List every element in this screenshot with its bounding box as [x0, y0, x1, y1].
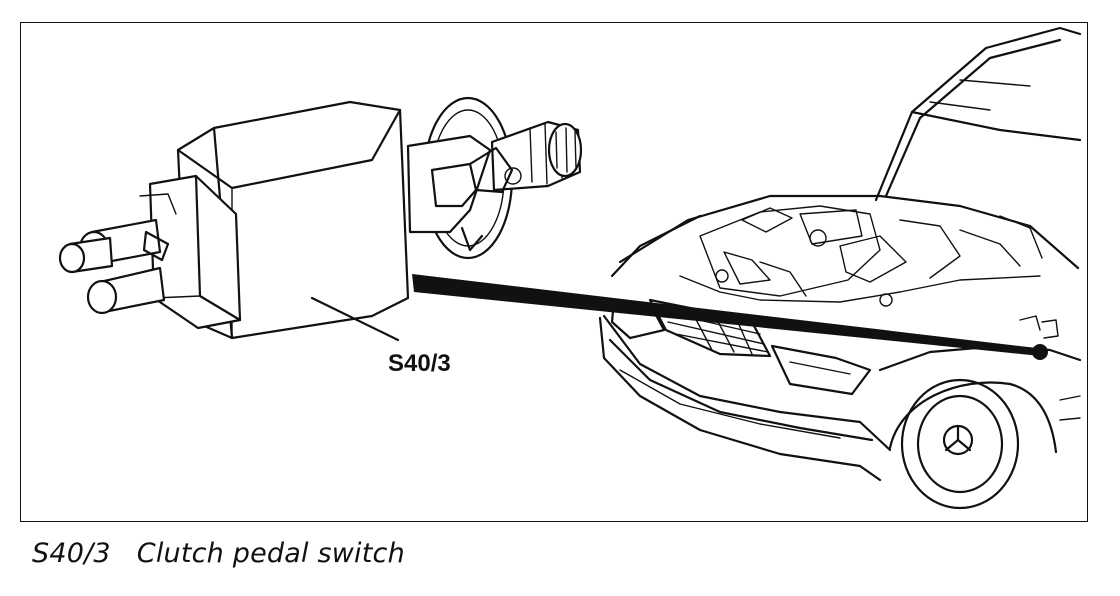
caption-code: S40/3: [32, 538, 111, 569]
caption-description: Clutch pedal switch: [136, 538, 405, 569]
callout-label-s40-3: S40/3: [388, 350, 451, 377]
car-drawing: [598, 26, 1082, 510]
location-dot: [1032, 344, 1048, 360]
figure-frame: [20, 22, 1088, 522]
figure-caption: S40/3 Clutch pedal switch: [32, 538, 405, 569]
clutch-pedal-switch-drawing: [58, 96, 583, 342]
